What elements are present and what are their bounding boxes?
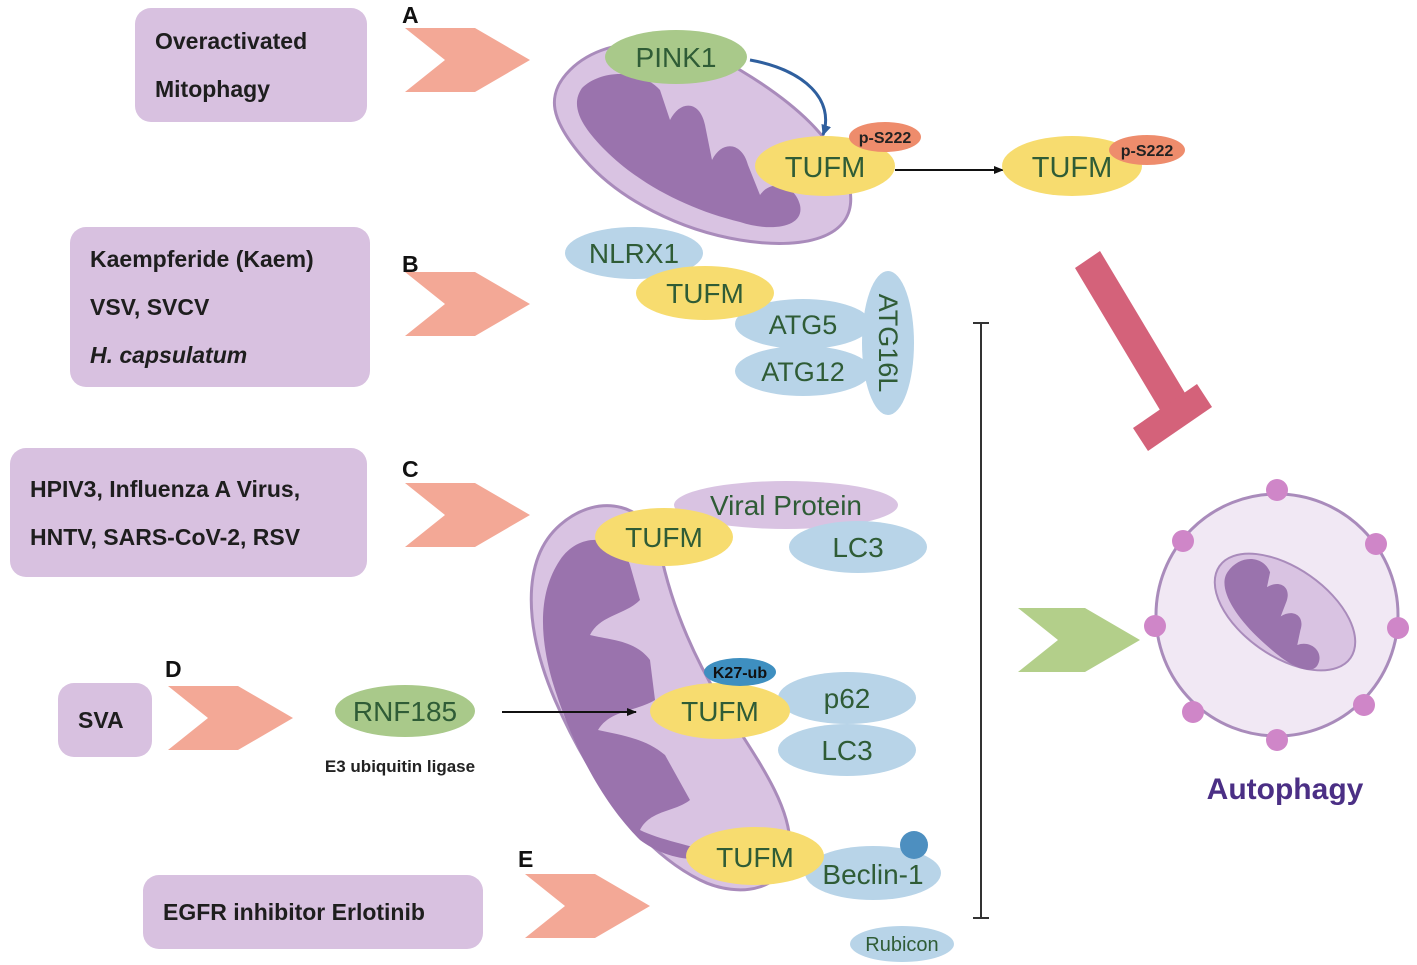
- panel-b-line-3: H. capsulatum: [90, 342, 248, 368]
- panel-e-letter: E: [518, 846, 534, 872]
- lc3-node-d: LC3: [778, 724, 916, 776]
- tufm-node-c: TUFM: [595, 508, 733, 566]
- nlrx1-node: NLRX1: [565, 227, 703, 279]
- rubicon-label: Rubicon: [865, 934, 938, 956]
- atg12-label: ATG12: [761, 357, 845, 387]
- tufm-node-a: TUFM: [755, 136, 895, 196]
- p62-label: p62: [824, 683, 871, 714]
- arrow-e: [525, 874, 650, 938]
- tufm-label-free: TUFM: [1032, 152, 1113, 184]
- tufm-label-c: TUFM: [625, 522, 703, 553]
- panel-d-box: SVA: [58, 683, 152, 757]
- beclin1-node: Beclin-1: [805, 846, 941, 900]
- p-s222-badge-free: p-S222: [1109, 135, 1185, 165]
- lc3-label-c: LC3: [832, 532, 883, 563]
- panel-a-line-1: Overactivated: [155, 28, 308, 54]
- atg12-node: ATG12: [735, 346, 871, 396]
- panel-c-line-2: HNTV, SARS-CoV-2, RSV: [30, 523, 301, 550]
- tufm-node-e: TUFM: [686, 827, 824, 885]
- tufm-node-b: TUFM: [636, 266, 774, 320]
- rnf185-label: RNF185: [353, 696, 457, 727]
- autophagosome: [1144, 479, 1409, 751]
- pink1-label: PINK1: [636, 42, 717, 73]
- autophagy-label: Autophagy: [1207, 773, 1364, 806]
- viral-protein-node: Viral Protein: [674, 481, 898, 529]
- atg5-node: ATG5: [735, 299, 871, 349]
- p-s222-badge-a: p-S222: [849, 122, 921, 152]
- arrow-c: [405, 483, 530, 547]
- bracket: [973, 322, 989, 919]
- k27-ub-label: K27-ub: [713, 665, 767, 682]
- panel-a-letter: A: [402, 2, 419, 28]
- tufm-node-free: TUFM: [1002, 136, 1142, 196]
- arrow-b: [405, 272, 530, 336]
- p-s222-label-a: p-S222: [859, 130, 912, 147]
- tufm-node-d: TUFM: [650, 683, 790, 739]
- atg5-label: ATG5: [769, 310, 838, 340]
- panel-a-box: Overactivated Mitophagy: [135, 8, 367, 122]
- beclin1-label: Beclin-1: [822, 859, 923, 890]
- panel-a-line-2: Mitophagy: [155, 76, 270, 102]
- panel-b-line-1: Kaempferide (Kaem): [90, 246, 314, 272]
- panel-d-line-1: SVA: [78, 707, 124, 733]
- arrow-a: [405, 28, 530, 92]
- arrow-d: [168, 686, 293, 750]
- tufm-label-e: TUFM: [716, 842, 794, 873]
- k27-ub-badge: K27-ub: [704, 658, 776, 686]
- arrow-to-autophagy: [1018, 608, 1140, 672]
- nlrx1-label: NLRX1: [589, 238, 679, 269]
- panel-c-box: HPIV3, Influenza A Virus, HNTV, SARS-CoV…: [10, 448, 367, 577]
- pink1-phosphorylation-arrow: [749, 58, 831, 136]
- panel-e-box: EGFR inhibitor Erlotinib: [143, 875, 483, 949]
- atg16l-label: ATG16L: [873, 294, 903, 393]
- engulfed-mitochondrion: [1213, 552, 1357, 672]
- e3-ligase-label: E3 ubiquitin ligase: [325, 757, 475, 776]
- panel-c-line-1: HPIV3, Influenza A Virus,: [30, 475, 301, 502]
- pink1-node: PINK1: [605, 30, 747, 84]
- tufm-label-b: TUFM: [666, 278, 744, 309]
- panel-b-line-2: VSV, SVCV: [90, 294, 210, 320]
- rubicon-node: Rubicon: [850, 926, 954, 962]
- inhibition-bar: [1075, 251, 1212, 451]
- panel-b-letter: B: [402, 251, 419, 277]
- p-s222-label-free: p-S222: [1121, 143, 1174, 160]
- beclin1-modification-dot: [900, 831, 928, 859]
- pink-arrows: [168, 28, 650, 938]
- panel-b-box: Kaempferide (Kaem) VSV, SVCV H. capsulat…: [70, 227, 370, 387]
- tufm-label-d: TUFM: [681, 696, 759, 727]
- tufm-label-a: TUFM: [785, 152, 866, 184]
- lc3-label-d: LC3: [821, 735, 872, 766]
- viral-protein-label: Viral Protein: [710, 490, 862, 521]
- rnf185-node: RNF185: [335, 685, 475, 737]
- p62-node: p62: [778, 672, 916, 724]
- lc3-node-c: LC3: [789, 521, 927, 573]
- panel-c-letter: C: [402, 456, 419, 482]
- panel-d-letter: D: [165, 656, 182, 682]
- atg16l-node: ATG16L: [862, 271, 914, 415]
- panel-e-line-1: EGFR inhibitor Erlotinib: [163, 899, 425, 925]
